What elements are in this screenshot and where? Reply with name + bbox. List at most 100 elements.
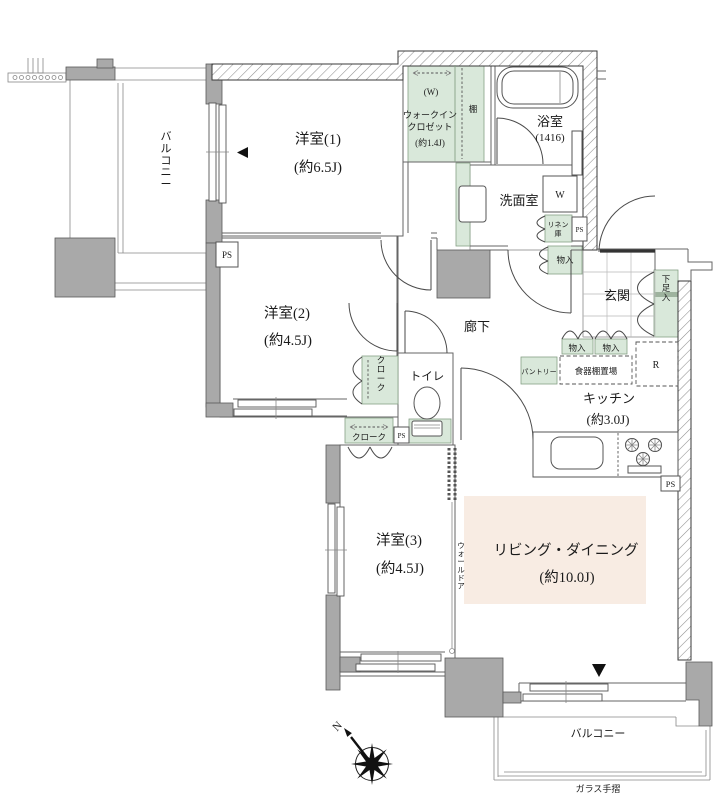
wic-shelf-label: 棚 <box>469 104 478 114</box>
ps-box-washroom <box>571 216 588 242</box>
linen-label-1: リネン <box>548 221 569 229</box>
toilet-label: トイレ <box>410 371 445 383</box>
shoe-cabinet <box>653 269 679 338</box>
bath-label: 浴室 <box>537 114 563 129</box>
bath-size: (1416) <box>535 132 565 144</box>
living-window <box>522 681 609 703</box>
washroom-door <box>507 249 572 314</box>
entrance-label: 玄関 <box>604 288 630 303</box>
washer-pan <box>542 175 578 213</box>
hall-label: 廊下 <box>464 319 490 334</box>
room3-bifold <box>347 446 393 459</box>
room2-size: (約4.5J) <box>264 332 312 349</box>
wall-door-track <box>447 448 457 654</box>
cupboard-zone <box>559 355 633 385</box>
balcony-bottom-label: バルコニー <box>571 727 626 740</box>
hall-living-door <box>460 367 534 441</box>
ps-box-toilet <box>393 426 410 444</box>
room3-size: (約4.5J) <box>376 560 424 577</box>
compass-north-label: N <box>331 719 346 734</box>
toilet-fixture <box>411 386 443 437</box>
ps-label-washroom: PS <box>576 226 584 234</box>
room1-window <box>206 102 229 204</box>
ps-label-balcony: PS <box>222 250 232 260</box>
ps-boxes <box>215 216 681 492</box>
dashed-zones <box>349 65 679 654</box>
room3-side-window <box>325 503 347 597</box>
walk-in-closet-area <box>407 64 485 163</box>
compass-rose-icon: N <box>331 719 393 785</box>
room1-size: (約6.5J) <box>294 159 342 176</box>
linen-cabinet <box>544 214 573 243</box>
balcony-left-label: バルコニー <box>161 130 172 191</box>
duct-block <box>436 249 491 299</box>
room1-label: 洋室(1) <box>295 131 341 148</box>
hall-storage-1-label: 物入 <box>568 343 586 353</box>
fridge-zone <box>635 341 679 387</box>
cupboard-label: 食器棚置場 <box>575 366 618 376</box>
windows <box>206 102 609 703</box>
kitchen-size: (約3.0J) <box>587 412 630 427</box>
entrance-door <box>598 195 656 253</box>
living-label: リビング・ダイニング <box>494 542 639 559</box>
room3-label: 洋室(3) <box>376 532 422 549</box>
pantry-area <box>520 356 558 385</box>
doors <box>347 117 656 459</box>
wic-label-2: クロゼット <box>407 121 452 132</box>
hall-storage-2-label: 物入 <box>602 343 620 353</box>
cloak-vertical-bifold <box>352 356 363 405</box>
shoe-cabinet-doors <box>637 271 655 337</box>
gray-walls <box>54 58 713 727</box>
ps-box-balcony <box>215 241 239 268</box>
room2-window <box>233 397 317 419</box>
balcony-left <box>69 67 207 291</box>
washroom-label: 洗面室 <box>499 193 538 208</box>
living-dining-highlight <box>464 496 646 604</box>
louver-fence <box>7 58 67 83</box>
room2-label: 洋室(2) <box>264 305 310 322</box>
washroom-storage <box>547 245 583 275</box>
toilet-door <box>404 310 448 354</box>
room3-bottom-window <box>355 651 442 673</box>
bath-door <box>496 117 544 165</box>
stove-burners <box>625 438 662 474</box>
fixtures <box>411 66 679 478</box>
pantry-label: パントリー <box>521 368 556 376</box>
fridge-label: R <box>653 360 660 371</box>
linen-label-2: 庫 <box>555 229 562 238</box>
ps-label-toilet: PS <box>398 432 406 440</box>
cloak-vertical-label: クローク <box>377 355 386 393</box>
storage-areas <box>344 64 679 444</box>
balcony-column <box>54 237 116 298</box>
vent-marker-left-icon <box>237 147 248 158</box>
ps-label-kitchen: PS <box>666 479 676 489</box>
bath-counter <box>571 130 583 176</box>
cloak-horizontal-label: クローク <box>352 432 386 442</box>
bathtub <box>496 66 579 109</box>
hatched-walls <box>211 50 713 661</box>
room2-door <box>348 302 398 352</box>
vent-marker-bottom-icon <box>592 664 606 677</box>
wic-size: (約1.4J) <box>415 137 445 148</box>
wic-w-label: (W) <box>424 87 439 97</box>
hall-storage-doors <box>561 330 628 340</box>
washroom-pocket-door <box>458 185 487 223</box>
living-size: (約10.0J) <box>539 569 594 586</box>
ps-box-kitchen <box>660 475 681 492</box>
kitchen-sink <box>550 436 604 470</box>
linen-bifold <box>536 215 546 243</box>
kitchen-label: キッチン <box>583 391 635 406</box>
washroom-storage-label: 物入 <box>556 255 574 265</box>
glass-rail-label: ガラス手摺 <box>576 783 621 794</box>
shoe-box-label: 下足入 <box>662 274 671 302</box>
room1-door <box>380 239 432 291</box>
cloak-horizontal-area <box>344 417 394 444</box>
washer-label: W <box>555 190 565 201</box>
room-outlines <box>219 65 584 673</box>
wic-label-1: ウォークイン <box>403 110 457 120</box>
wall-door-label: ウォールドア <box>457 541 465 591</box>
shoe-cabinet-divider <box>654 292 678 297</box>
balcony-bottom <box>493 703 711 781</box>
